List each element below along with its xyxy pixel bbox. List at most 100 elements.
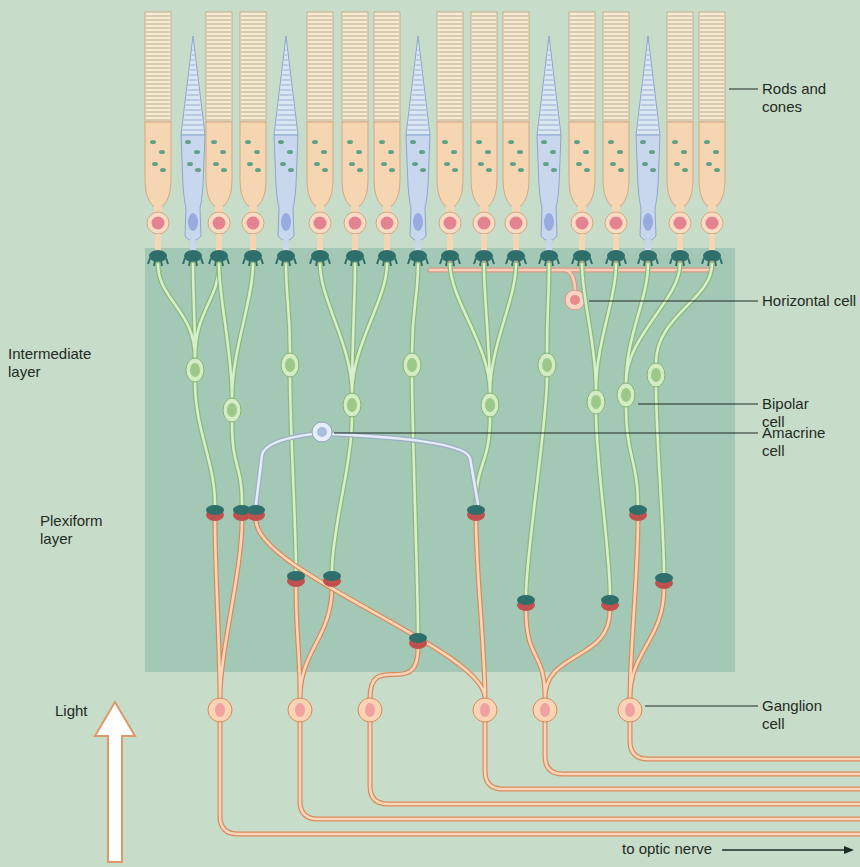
cone-nucleus: [281, 213, 291, 231]
disc-stripe: [472, 60, 496, 61]
disc-stripe: [540, 115, 557, 116]
rod-inner-segment: [569, 122, 595, 206]
mitochondrion: [617, 150, 623, 154]
disc-stripe: [643, 85, 653, 86]
disc-stripe: [504, 40, 528, 41]
disc-stripe: [647, 50, 648, 51]
disc-stripe: [184, 120, 202, 121]
rod-body: [376, 212, 398, 234]
disc-stripe: [668, 120, 692, 121]
disc-stripe: [187, 95, 199, 96]
bipolar-nucleus: [591, 395, 601, 409]
disc-stripe: [604, 48, 628, 49]
disc-stripe: [504, 64, 528, 65]
mitochondrion: [357, 168, 363, 172]
disc-stripe: [504, 84, 528, 85]
synaptic-terminal: [475, 250, 493, 262]
synapse-pre: [323, 571, 341, 581]
disc-stripe: [343, 48, 367, 49]
disc-stripe: [540, 120, 558, 121]
bipolar-nucleus: [190, 363, 200, 377]
mitochondrion: [706, 162, 712, 166]
disc-stripe: [207, 60, 231, 61]
mitochondrion: [187, 162, 193, 166]
disc-stripe: [343, 56, 367, 57]
bipolar-nucleus: [285, 358, 295, 372]
disc-stripe: [700, 88, 724, 89]
bipolar-process-outline: [219, 264, 253, 505]
disc-stripe: [472, 28, 496, 29]
amacrine-nucleus: [317, 427, 327, 437]
disc-stripe: [186, 105, 201, 106]
rod-stalk: [481, 234, 487, 251]
disc-stripe: [146, 100, 170, 101]
disc-stripe: [604, 40, 628, 41]
mitochondrion: [704, 140, 710, 144]
disc-stripe: [570, 76, 594, 77]
rod-outer-segment: [240, 12, 266, 122]
rod-stalk: [155, 234, 161, 251]
disc-stripe: [604, 80, 628, 81]
disc-stripe: [472, 80, 496, 81]
disc-stripe: [604, 56, 628, 57]
light-arrow: [95, 702, 135, 862]
rod-cell: [145, 12, 171, 266]
disc-stripe: [146, 88, 170, 89]
disc-stripe: [241, 116, 265, 117]
disc-stripe: [190, 65, 195, 66]
disc-stripe: [604, 100, 628, 101]
disc-stripe: [668, 40, 692, 41]
disc-stripe: [700, 56, 724, 57]
disc-stripe: [284, 60, 288, 61]
bipolar-process: [656, 264, 712, 573]
disc-stripe: [438, 104, 462, 105]
disc-stripe: [604, 88, 628, 89]
rod-cell: [342, 12, 368, 266]
ganglion-nucleus: [625, 703, 635, 717]
disc-stripe: [308, 112, 332, 113]
mitochondrion: [381, 162, 387, 166]
ganglion-process: [630, 520, 860, 759]
mitochondrion: [211, 140, 217, 144]
disc-stripe: [283, 70, 289, 71]
ganglion-nucleus: [295, 703, 305, 717]
rod-inner-segment: [503, 122, 529, 206]
disc-stripe: [604, 68, 628, 69]
synapse-pre: [601, 595, 619, 605]
disc-stripe: [668, 16, 692, 17]
disc-stripe: [604, 52, 628, 53]
disc-stripe: [308, 108, 332, 109]
horizontal-cell-group: [430, 263, 712, 310]
mitochondrion: [255, 168, 261, 172]
rod-cell: [374, 12, 400, 266]
disc-stripe: [640, 110, 656, 111]
disc-stripe: [146, 36, 170, 37]
disc-stripe: [472, 68, 496, 69]
disc-stripe: [241, 104, 265, 105]
rod-stalk: [579, 234, 585, 251]
disc-stripe: [645, 65, 650, 66]
disc-stripe: [504, 72, 528, 73]
disc-stripe: [241, 16, 265, 17]
mitochondrion: [254, 150, 260, 154]
ganglion-cell: [358, 698, 382, 722]
disc-stripe: [570, 40, 594, 41]
disc-stripe: [207, 56, 231, 57]
mitochondrion: [349, 162, 355, 166]
rod-body: [505, 212, 527, 234]
disc-stripe: [343, 108, 367, 109]
disc-stripe: [343, 104, 367, 105]
leader-line: [645, 706, 758, 707]
disc-stripe: [700, 16, 724, 17]
rod-stalk: [447, 234, 453, 251]
synapse-pre: [409, 633, 427, 643]
disc-stripe: [546, 65, 551, 66]
callout-label: Horizontal cell: [762, 292, 856, 310]
disc-stripe: [375, 108, 399, 109]
mitochondrion: [280, 162, 286, 166]
disc-stripe: [241, 44, 265, 45]
disc-stripe: [241, 76, 265, 77]
rod-inner-segment: [342, 122, 368, 206]
disc-stripe: [604, 64, 628, 65]
disc-stripe: [438, 108, 462, 109]
